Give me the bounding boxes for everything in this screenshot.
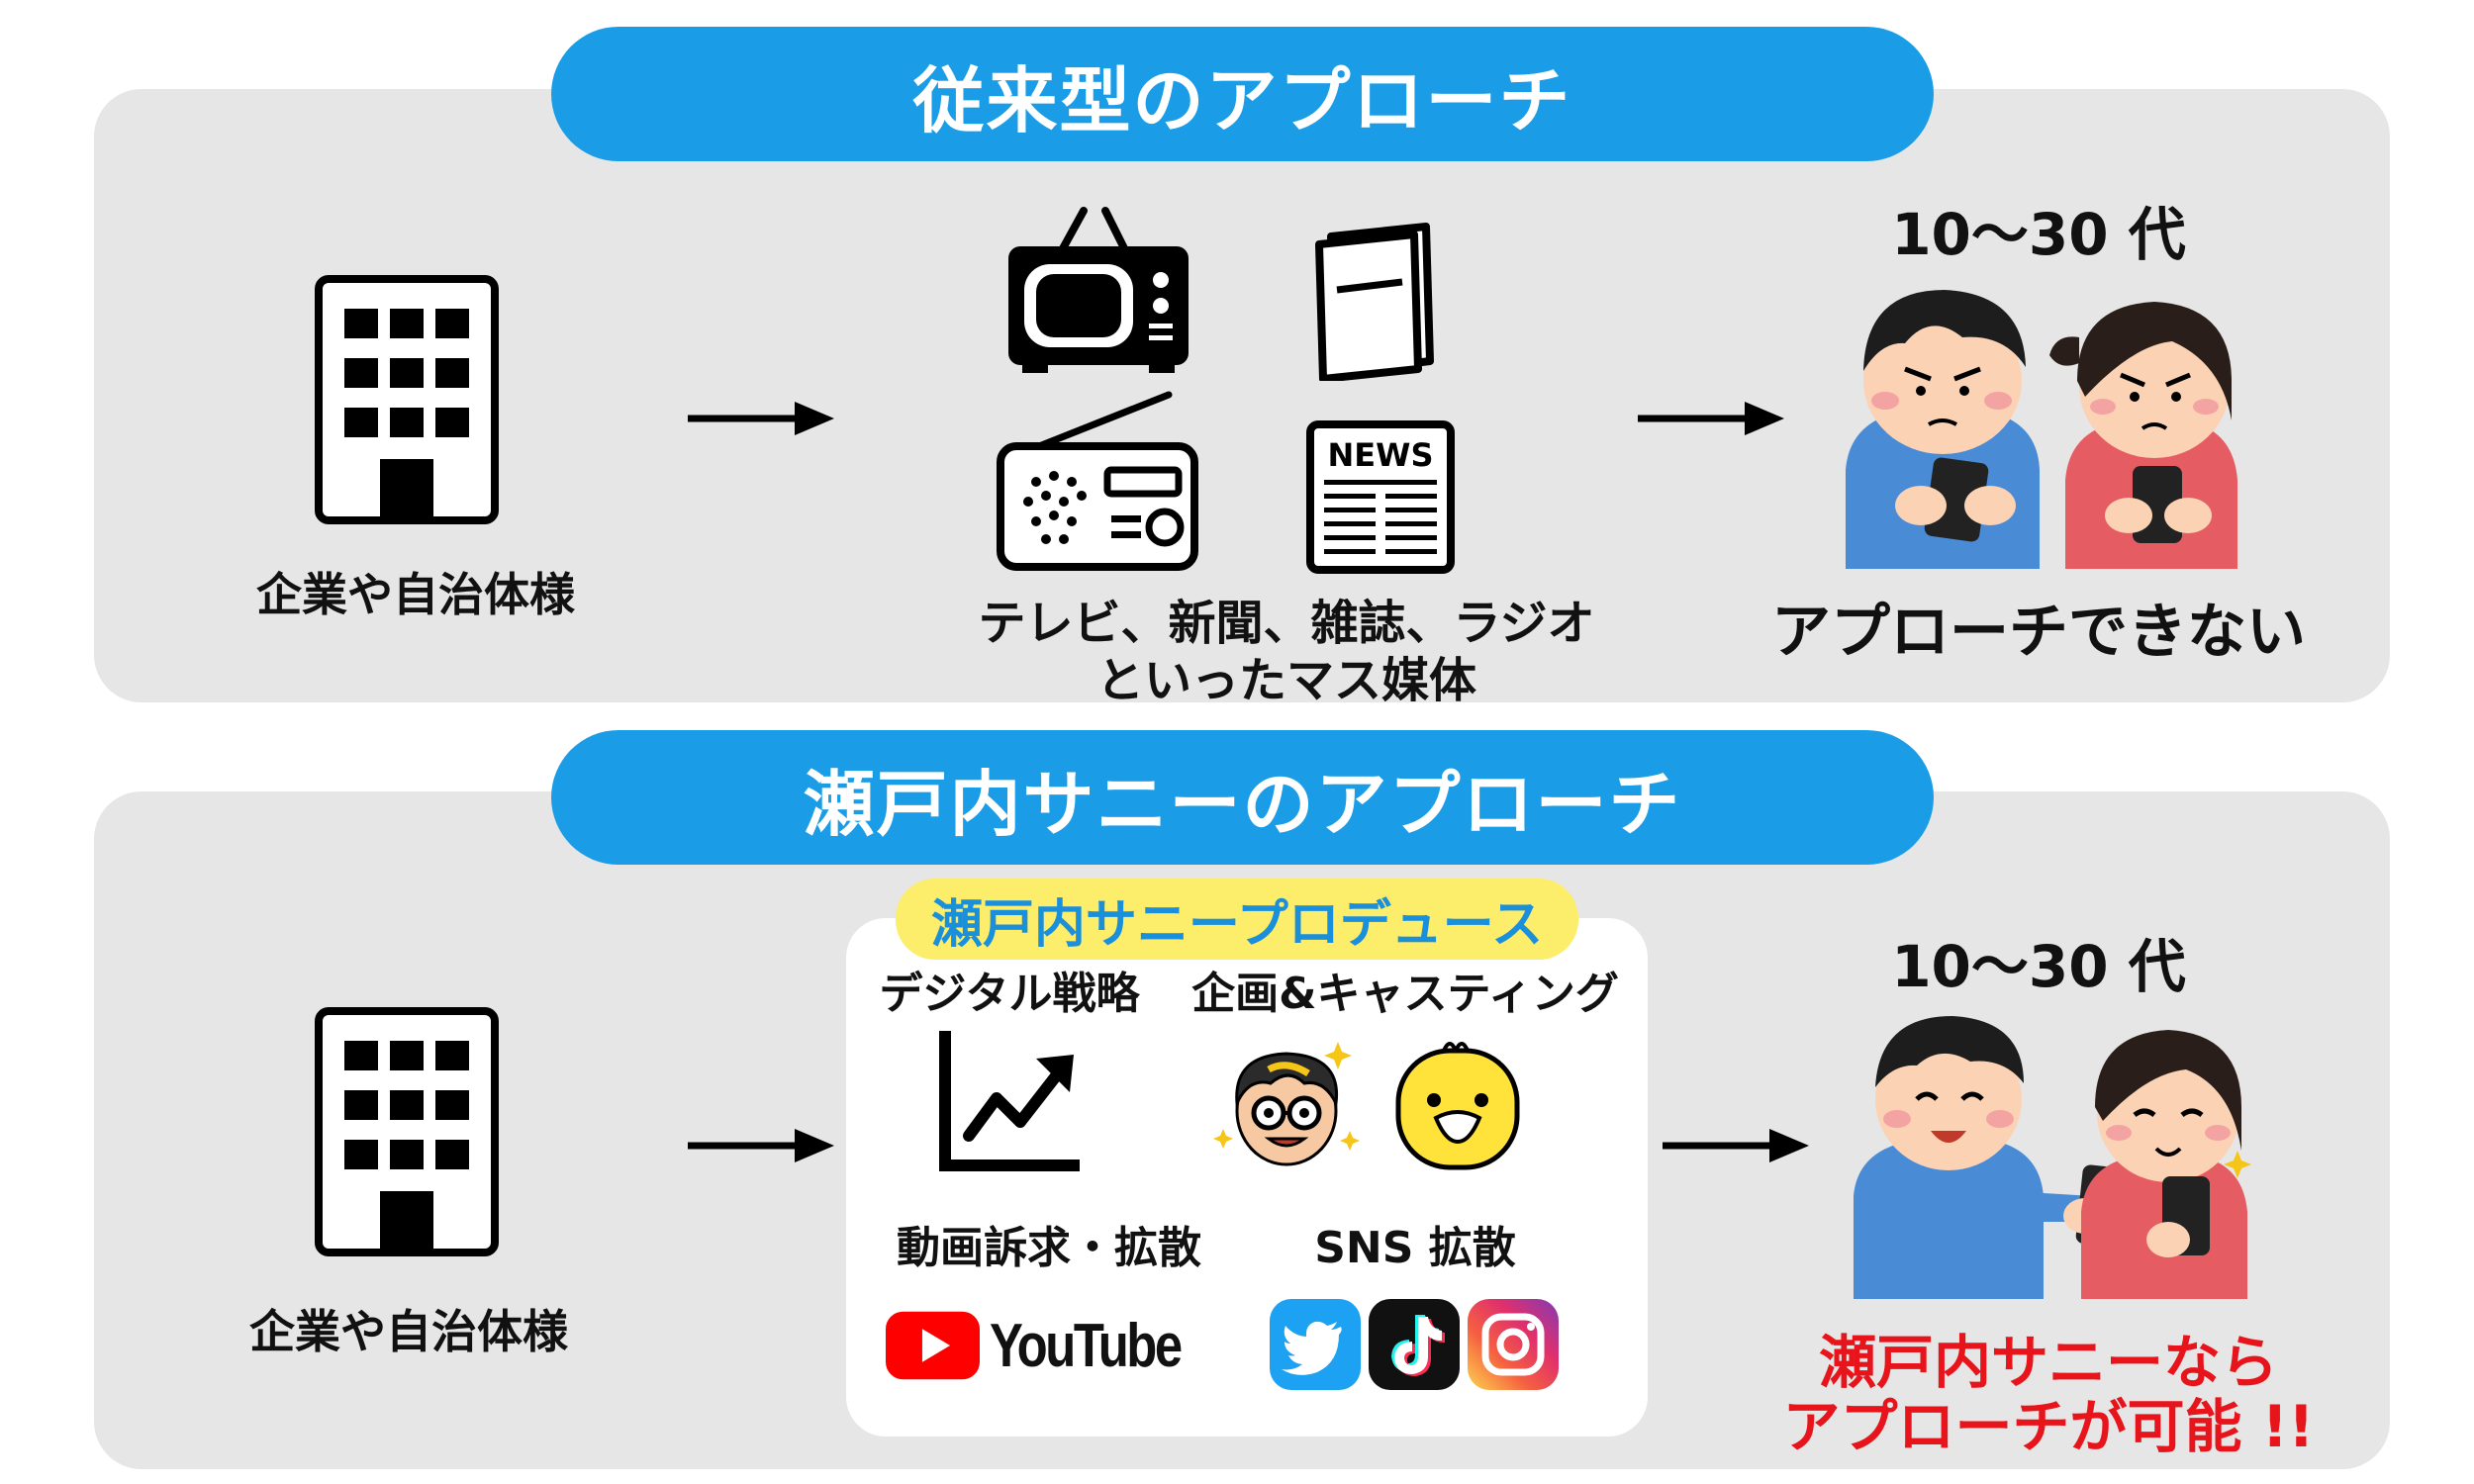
setouchi-result-line2: アプローチが可能 !! (1782, 1393, 2315, 1460)
newspaper-icon: NEWS (1306, 420, 1455, 574)
media-label-line2: といったマス媒体 (1095, 653, 1476, 708)
radio-icon (997, 391, 1198, 571)
tiktok-icon (1369, 1299, 1460, 1390)
host-avatar-icon (1213, 1042, 1360, 1166)
setouchi-audience-label: 10〜30 代 (1891, 933, 2186, 1000)
traditional-audience-label: 10〜30 代 (1891, 201, 2186, 268)
traditional-result-label: アプローチできない (1771, 598, 2306, 667)
traditional-client-label: 企業や自治体様 (256, 568, 575, 621)
setouchi-client-label: 企業や自治体様 (249, 1305, 568, 1358)
produce-pill: 瀬戸内サニープロデュース (896, 879, 1578, 960)
setouchi-title-banner: 瀬戸内サニーのアプローチ (551, 730, 1934, 865)
building-icon (315, 275, 499, 524)
tv-icon (1008, 207, 1189, 373)
traditional-title-banner: 従来型のアプローチ (551, 27, 1934, 161)
arrow-icon (688, 402, 834, 435)
media-label-line1: テレビ、新聞、雑誌、ラジオ (978, 596, 1595, 651)
setouchi-title: 瀬戸内サニーのアプローチ (803, 762, 1682, 846)
produce-label: 瀬戸内サニープロデュース (930, 894, 1544, 955)
digital-strategy-label: デジタル戦略 (879, 969, 1140, 1019)
duck-mascot-icon (1395, 1042, 1520, 1170)
arrow-icon (1638, 402, 1784, 435)
planning-casting-label: 企画&キャスティング (1191, 969, 1619, 1019)
youtube-icon (886, 1311, 980, 1380)
frowning-people-icon (1846, 290, 2237, 569)
youtube-logo: YouTube (886, 1296, 1222, 1395)
newspaper-text: NEWS (1328, 436, 1434, 474)
sns-spread-label: SNS 拡散 (1314, 1223, 1516, 1273)
youtube-text: YouTube (990, 1311, 1183, 1380)
traditional-title: 従来型のアプローチ (912, 58, 1572, 142)
twitter-icon (1270, 1299, 1361, 1390)
video-promotion-label: 動画訴求・拡散 (897, 1223, 1201, 1273)
magazine-icon (1315, 223, 1434, 381)
arrow-icon (688, 1129, 834, 1162)
setouchi-result-line1: 瀬戸内サニーなら (1818, 1329, 2278, 1396)
smiling-people-icon (1854, 1016, 2251, 1299)
building-icon (315, 1007, 499, 1256)
instagram-icon (1468, 1299, 1559, 1390)
chart-up-icon (939, 1031, 1080, 1171)
arrow-icon (1663, 1129, 1809, 1162)
